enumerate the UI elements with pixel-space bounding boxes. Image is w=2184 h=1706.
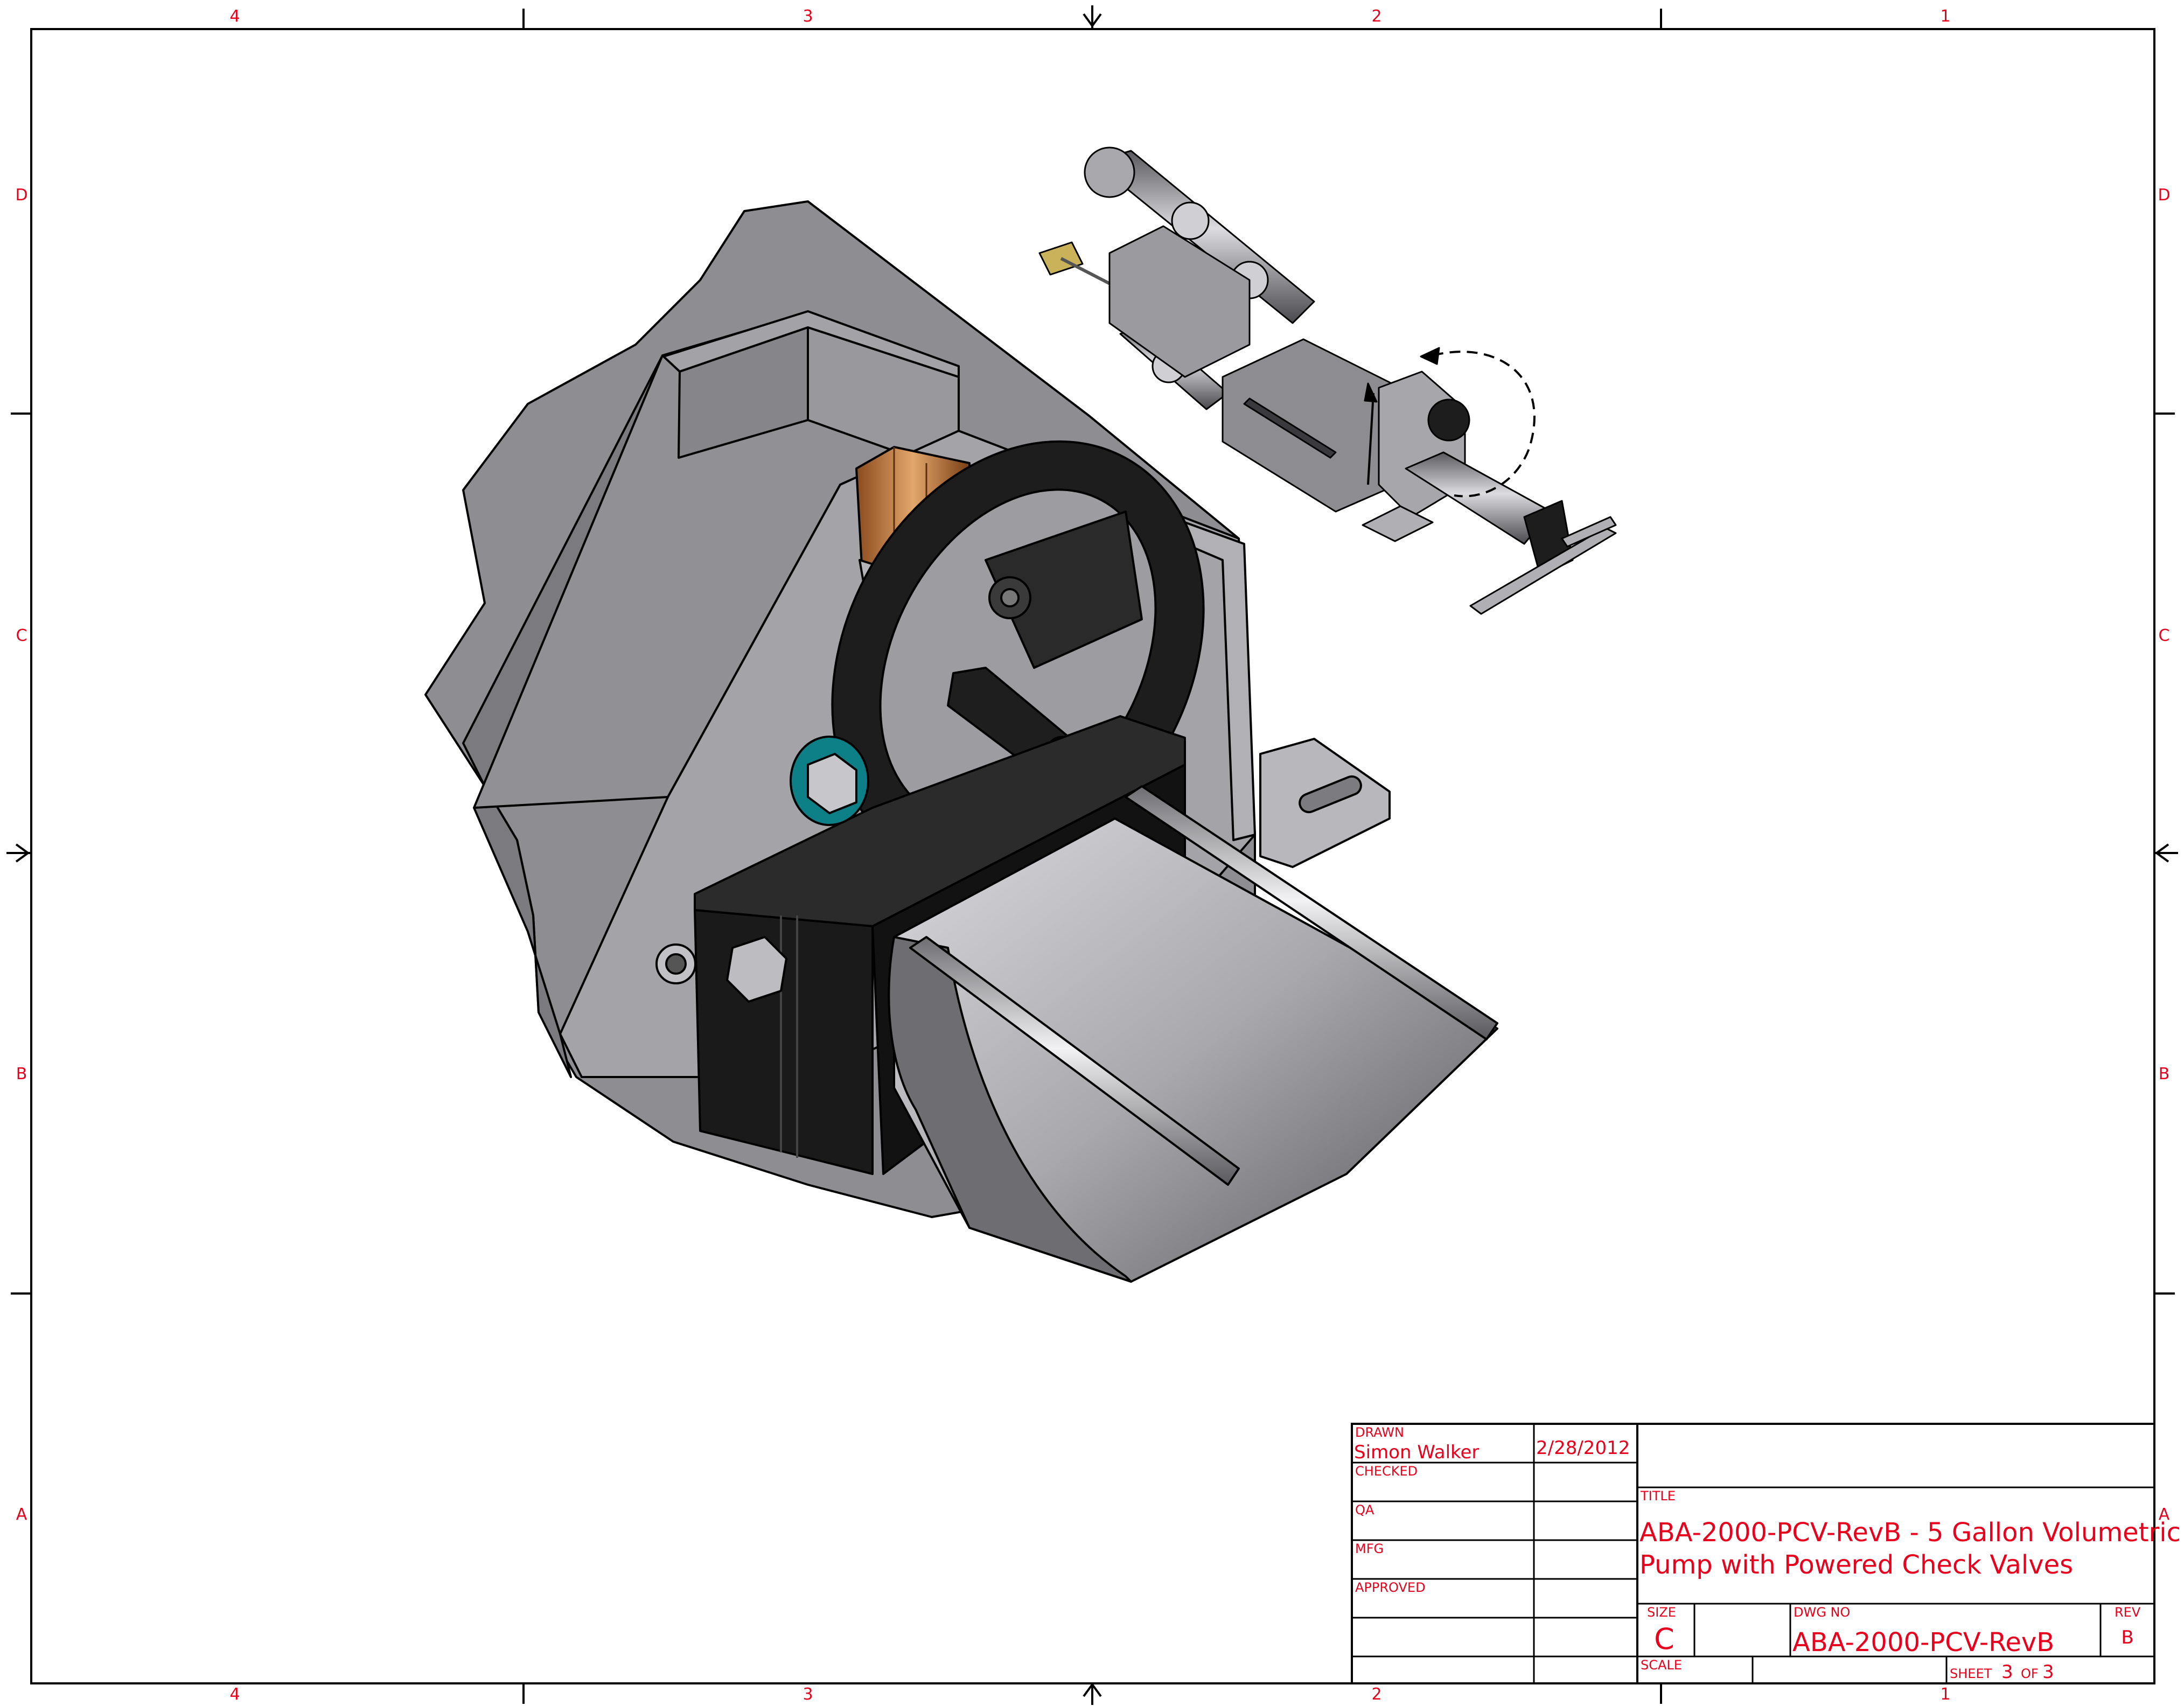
hex-bolt <box>726 936 787 1003</box>
rev-label: REV <box>2115 1605 2141 1620</box>
zone-row-right-c: C <box>2159 626 2170 645</box>
pump-motor-slot <box>1243 397 1337 459</box>
detail-isometric-view <box>424 200 1498 1283</box>
drawn-date-value: 2/28/2012 <box>1536 1437 1630 1459</box>
size-label: SIZE <box>1647 1605 1676 1620</box>
zone-col-top-2: 2 <box>1371 7 1381 26</box>
zone-row-left-d: D <box>15 186 27 205</box>
center-mark-bottom <box>1083 1682 1102 1705</box>
pump-body <box>1108 225 1251 378</box>
dwg-no-label: DWG NO <box>1794 1605 1850 1620</box>
zone-col-top-3: 3 <box>803 7 813 26</box>
zone-row-right-b: B <box>2159 1065 2170 1083</box>
tie-rod-upper <box>1125 785 1498 1040</box>
sheet-total: 3 <box>2042 1661 2054 1683</box>
mfg-label: MFG <box>1355 1541 1384 1556</box>
center-mark-left <box>6 843 31 863</box>
title-block: DRAWN Simon Walker 2/28/2012 CHECKED QA … <box>1351 1423 2181 1684</box>
drawn-label: DRAWN <box>1355 1425 1404 1440</box>
pump-clamp-1 <box>1171 201 1210 240</box>
pump-base-rail-2 <box>1469 527 1617 615</box>
zone-row-right-a: A <box>2159 1505 2170 1524</box>
pump-base-rail-3 <box>1561 516 1617 548</box>
drawn-by-value: Simon Walker <box>1354 1442 1479 1463</box>
checked-label: CHECKED <box>1355 1464 1418 1479</box>
rotation-arrow-short <box>1367 393 1374 485</box>
zone-col-top-1: 1 <box>1940 7 1950 26</box>
zone-row-left-a: A <box>16 1505 27 1524</box>
qa-label: QA <box>1355 1502 1374 1518</box>
sheet-border <box>6 5 2178 1705</box>
title-line-2: Pump with Powered Check Valves <box>1639 1550 2073 1580</box>
zone-row-left-c: C <box>16 626 27 645</box>
handwheel-hub-plate <box>985 511 1143 669</box>
rotation-arrowhead-short <box>1364 382 1378 403</box>
zone-col-bottom-1: 1 <box>1940 1685 1950 1704</box>
approved-label: APPROVED <box>1355 1580 1426 1595</box>
zone-col-bottom-2: 2 <box>1371 1685 1381 1704</box>
rev-value: B <box>2121 1627 2133 1648</box>
cylinder-body <box>893 817 1498 1283</box>
valve-block-left <box>694 909 874 1175</box>
center-mark-right <box>2154 843 2178 863</box>
tie-rod-lower <box>909 936 1240 1186</box>
rotation-arrowhead <box>1420 347 1440 365</box>
zone-col-bottom-4: 4 <box>229 1685 240 1704</box>
center-mark-top <box>1083 5 1102 29</box>
zone-labels: 4 3 2 1 4 3 2 1 D C B A D C B A <box>15 7 2170 1704</box>
sheet-label: SHEET <box>1950 1666 1992 1681</box>
overall-isometric-view <box>1038 146 1617 615</box>
zone-row-left-b: B <box>16 1065 27 1083</box>
sheet-of-label: OF <box>2021 1666 2039 1681</box>
sheet-number: 3 <box>2001 1661 2013 1683</box>
zone-col-top-4: 4 <box>229 7 240 26</box>
pump-base-rail-1 <box>1362 505 1434 542</box>
zone-row-right-d: D <box>2158 186 2170 205</box>
socket-head-screw-recess <box>665 953 687 975</box>
handwheel-hub-bore <box>1000 588 1020 607</box>
zone-col-bottom-3: 3 <box>803 1685 813 1704</box>
dwg-no-value: ABA-2000-PCV-RevB <box>1792 1627 2054 1658</box>
pump-gear-wheel <box>1427 398 1470 442</box>
title-label: TITLE <box>1640 1488 1676 1504</box>
base-foot-slot <box>1299 775 1362 814</box>
hex-nut <box>807 753 857 814</box>
rotation-arrow-dashed <box>1432 351 1536 498</box>
pump-elbow-top <box>1084 146 1135 198</box>
title-line-1: ABA-2000-PCV-RevB - 5 Gallon Volumetric <box>1639 1518 2181 1548</box>
scale-label: SCALE <box>1641 1658 1682 1673</box>
cylinder-end <box>888 936 1132 1283</box>
size-value: C <box>1654 1622 1674 1656</box>
